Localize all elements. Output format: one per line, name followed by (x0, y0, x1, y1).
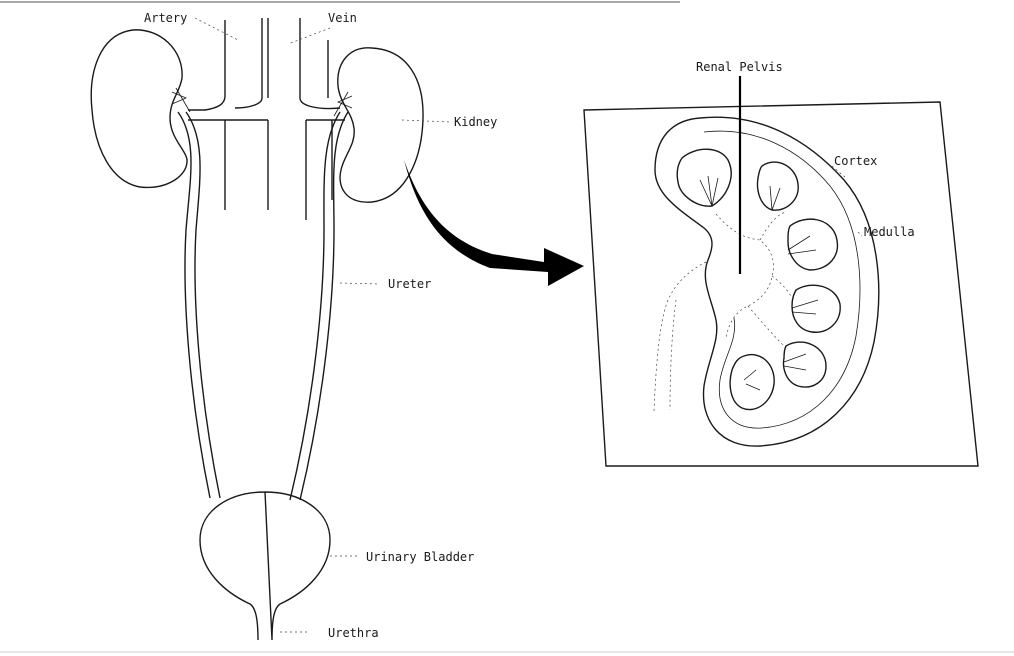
label-kidney: Kidney (454, 115, 497, 129)
label-renal-pelvis: Renal Pelvis (696, 60, 783, 74)
medulla-pyramid (729, 353, 775, 411)
section-kidney-outline (654, 116, 880, 447)
left-kidney (90, 29, 188, 189)
label-medulla: Medulla (864, 225, 915, 239)
label-urinary-bladder: Urinary Bladder (366, 550, 474, 564)
vein-vessel (299, 18, 341, 110)
right-ureter (299, 111, 349, 501)
section-panel (583, 101, 979, 467)
right-kidney (337, 47, 424, 203)
left-ureter (177, 111, 211, 499)
medulla-pyramid (756, 161, 799, 211)
medulla-pyramid (782, 341, 827, 388)
label-cortex: Cortex (834, 154, 877, 168)
medulla-pyramid (787, 218, 839, 271)
renal-pelvis-area (653, 211, 793, 413)
kidney-cross-section (583, 76, 979, 467)
artery-vessel (188, 20, 226, 111)
label-ureter: Ureter (388, 277, 431, 291)
urinary-bladder (199, 491, 331, 641)
label-urethra: Urethra (328, 626, 379, 640)
label-vein: Vein (328, 11, 357, 25)
label-artery: Artery (144, 11, 187, 25)
curved-arrow-icon (404, 160, 584, 286)
cortex-inner-line (703, 130, 861, 429)
medulla-pyramid (676, 148, 732, 207)
urinary-system (90, 18, 424, 641)
medulla-pyramid (791, 284, 841, 333)
